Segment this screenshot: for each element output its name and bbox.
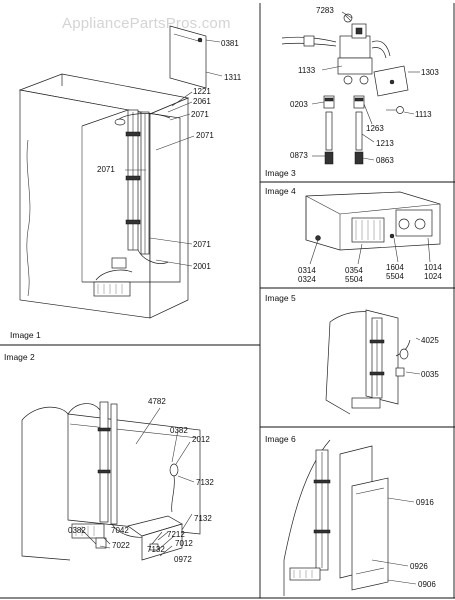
part-callout-1133[interactable]: 1133 — [298, 66, 316, 75]
part-callout-0354[interactable]: 0354 — [345, 266, 363, 275]
part-callout-1311[interactable]: 1311 — [224, 73, 242, 82]
watermark: AppliancePartsPros.com — [62, 15, 231, 32]
image4-illustration — [305, 191, 441, 265]
part-callout-0382-a[interactable]: 0382 — [170, 426, 188, 435]
part-callout-7283[interactable]: 7283 — [316, 6, 334, 15]
part-callout-5504-a[interactable]: 5504 — [345, 275, 363, 284]
image2-illustration — [21, 401, 201, 561]
image6-illustration — [283, 439, 417, 596]
part-callout-1113[interactable]: 1113 — [415, 110, 432, 119]
part-callout-1221[interactable]: 1221 — [193, 87, 211, 96]
part-callout-0863[interactable]: 0863 — [376, 156, 394, 165]
part-callout-1213[interactable]: 1213 — [376, 139, 394, 148]
part-callout-2071-b[interactable]: 2071 — [196, 131, 214, 140]
image5-illustration — [325, 309, 421, 415]
part-callout-5504-b[interactable]: 5504 — [386, 272, 404, 281]
image1-label: Image 1 — [10, 330, 41, 340]
image6-label: Image 6 — [265, 434, 296, 444]
image1-illustration — [18, 25, 223, 319]
part-callout-7132-b[interactable]: 7132 — [194, 514, 212, 523]
part-callout-1024[interactable]: 1024 — [424, 272, 442, 281]
part-callout-0906[interactable]: 0906 — [418, 580, 436, 589]
part-callout-7012[interactable]: 7012 — [175, 539, 193, 548]
part-callout-7042[interactable]: 7042 — [111, 526, 129, 535]
image3-illustration — [281, 11, 420, 165]
part-callout-0382-b[interactable]: 0382 — [68, 526, 86, 535]
part-callout-4025[interactable]: 4025 — [421, 336, 439, 345]
part-callout-1263[interactable]: 1263 — [366, 124, 384, 133]
part-callout-1604[interactable]: 1604 — [386, 263, 404, 272]
part-callout-0926[interactable]: 0926 — [410, 562, 428, 571]
part-callout-2001[interactable]: 2001 — [193, 262, 211, 271]
part-callout-0324[interactable]: 0324 — [298, 275, 316, 284]
part-callout-7212[interactable]: 7212 — [167, 530, 185, 539]
part-callout-1303[interactable]: 1303 — [421, 68, 439, 77]
part-callout-0035[interactable]: 0035 — [421, 370, 439, 379]
image5-label: Image 5 — [265, 293, 296, 303]
part-callout-1014[interactable]: 1014 — [424, 263, 442, 272]
part-callout-2071-d[interactable]: 2071 — [193, 240, 211, 249]
part-callout-7022[interactable]: 7022 — [112, 541, 130, 550]
panel-frames — [0, 3, 455, 599]
part-callout-7132-a[interactable]: 7132 — [196, 478, 214, 487]
image2-label: Image 2 — [4, 352, 35, 362]
part-callout-0203[interactable]: 0203 — [290, 100, 308, 109]
part-callout-4782[interactable]: 4782 — [148, 397, 166, 406]
image3-label: Image 3 — [265, 168, 296, 178]
part-callout-2012[interactable]: 2012 — [192, 435, 210, 444]
part-callout-7132-c[interactable]: 7132 — [147, 545, 165, 554]
part-callout-0314[interactable]: 0314 — [298, 266, 316, 275]
part-callout-0873[interactable]: 0873 — [290, 151, 308, 160]
part-callout-2061[interactable]: 2061 — [193, 97, 211, 106]
part-callout-0381[interactable]: 0381 — [221, 39, 239, 48]
part-callout-0972[interactable]: 0972 — [174, 555, 192, 564]
part-callout-2071-a[interactable]: 2071 — [191, 110, 209, 119]
image4-label: Image 4 — [265, 186, 296, 196]
part-callout-0916[interactable]: 0916 — [416, 498, 434, 507]
part-callout-2071-c[interactable]: 2071 — [97, 165, 115, 174]
